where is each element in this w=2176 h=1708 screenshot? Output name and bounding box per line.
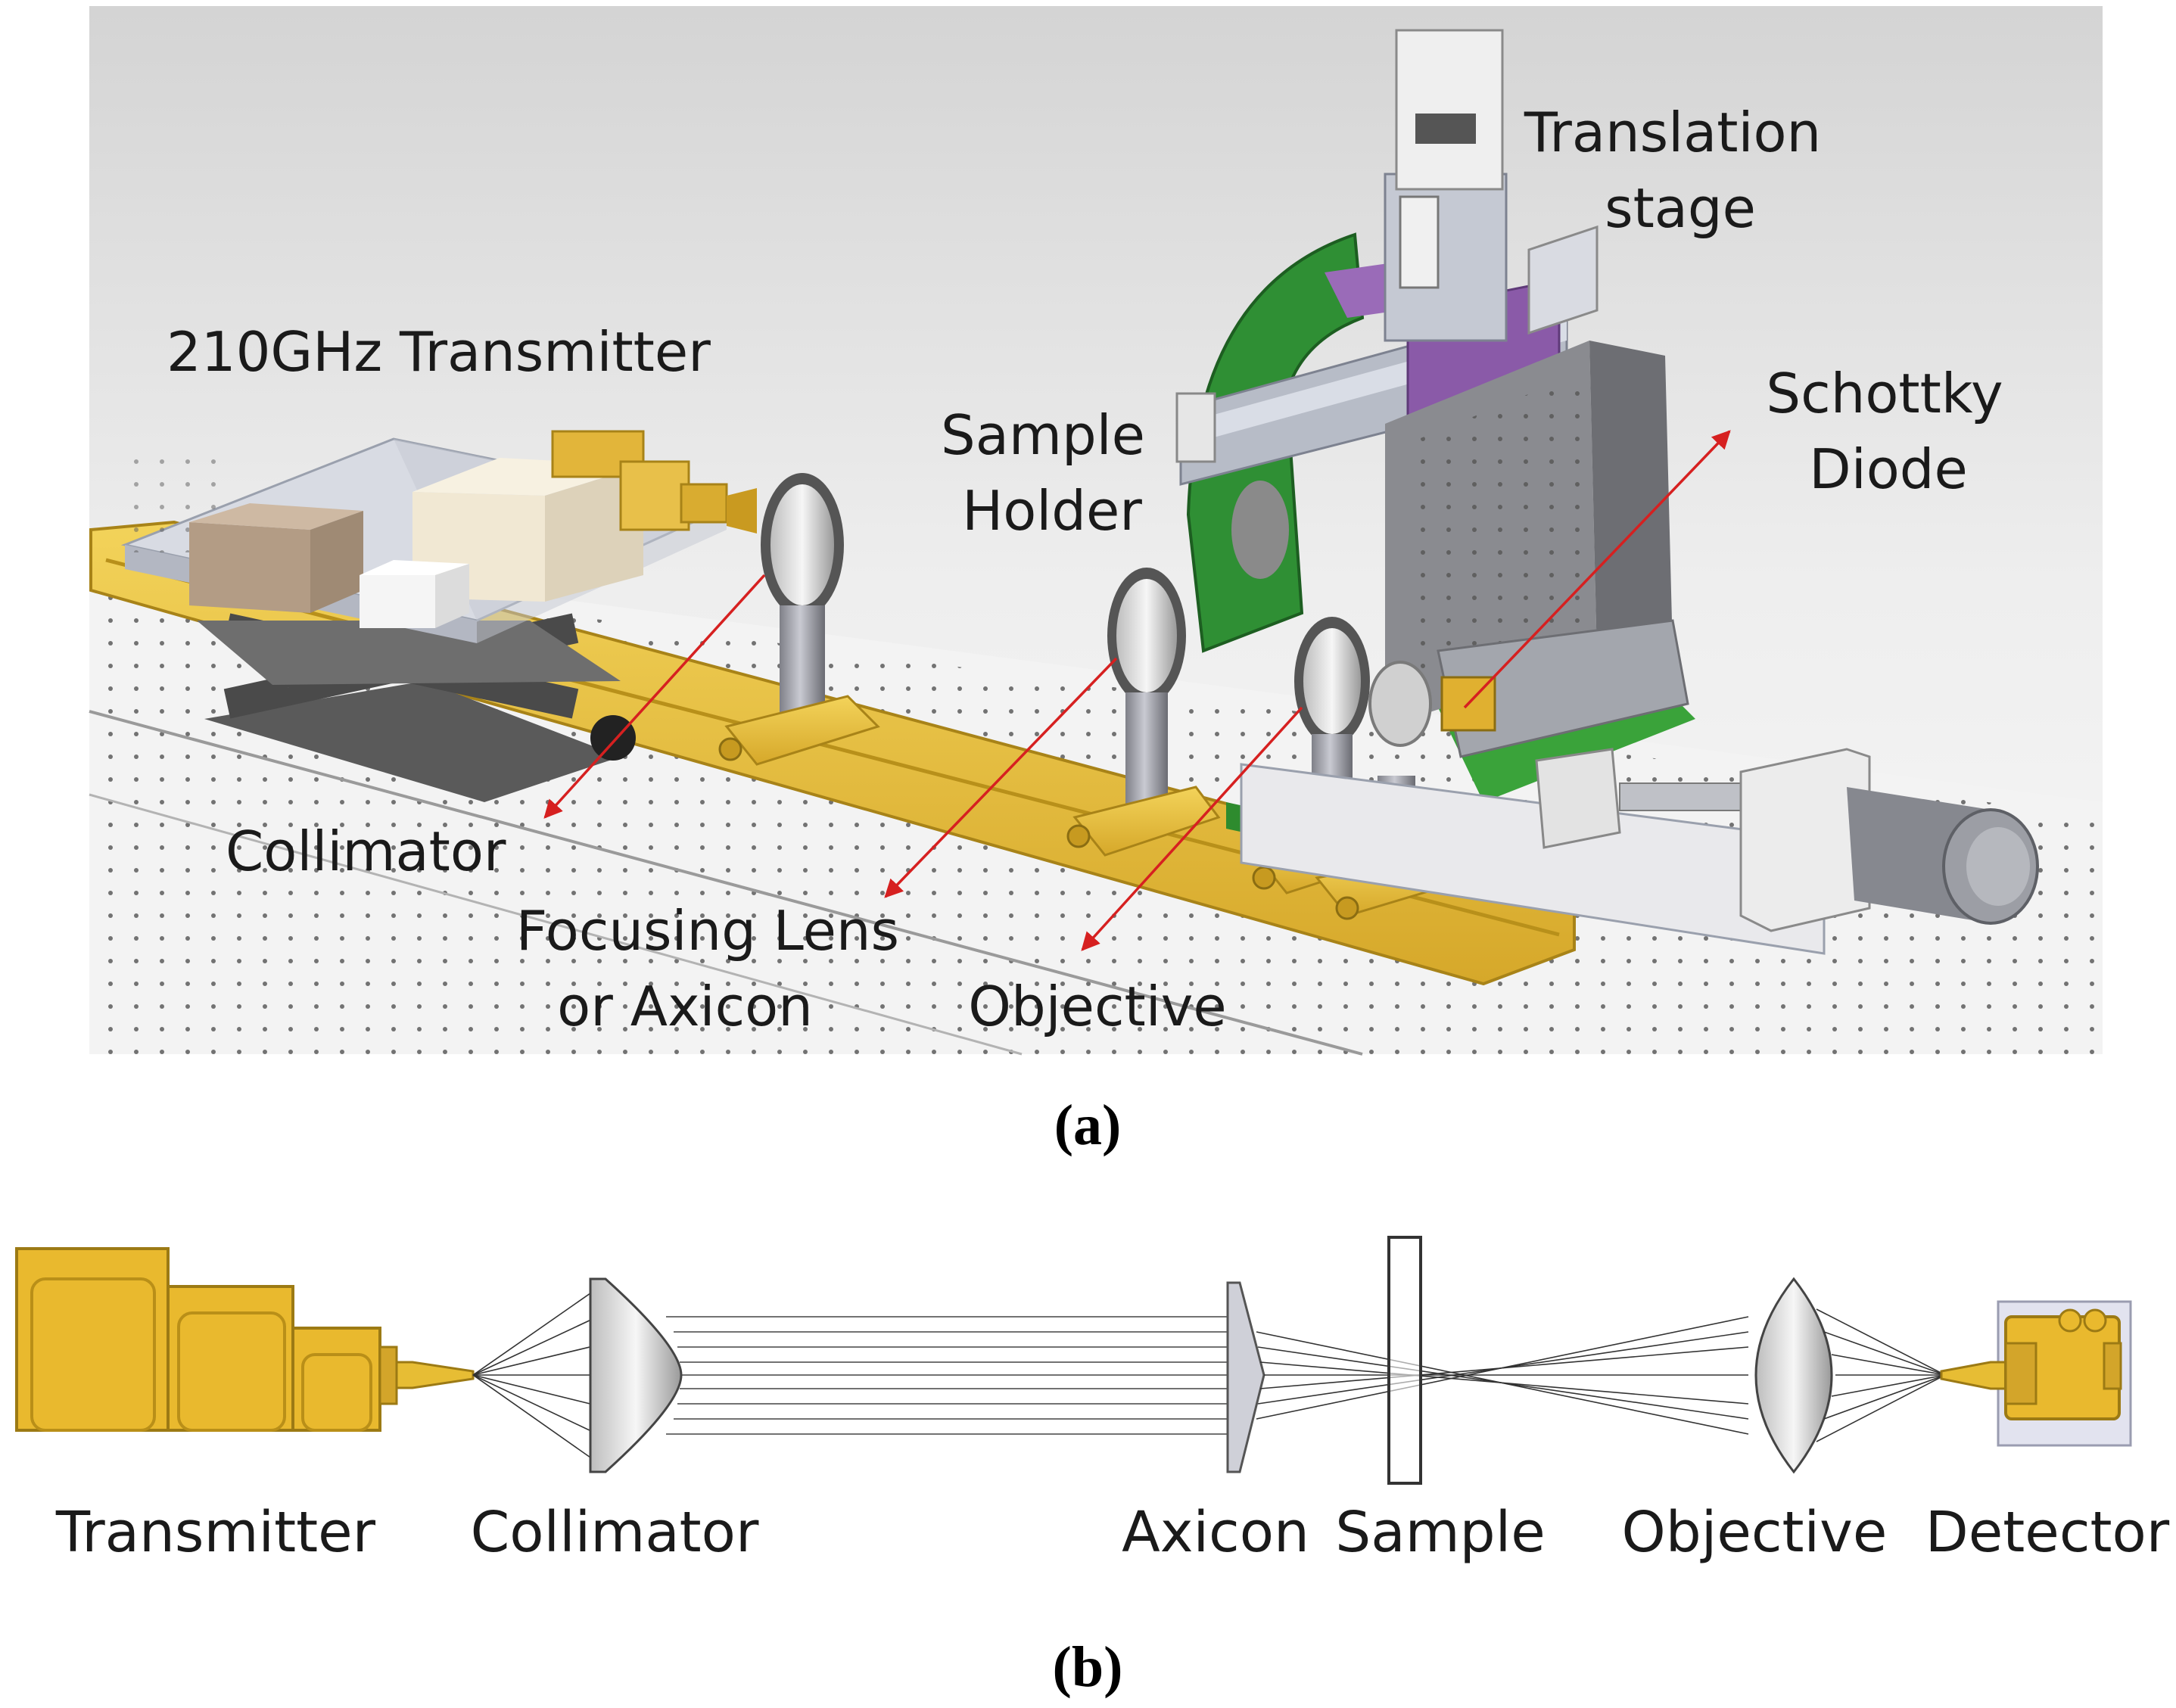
- label-sample-holder-line1: Sample: [941, 403, 1145, 467]
- lab-jack: [197, 613, 636, 802]
- ray-bundle-crossing: [1256, 1316, 1749, 1435]
- collimator-lens-b: [589, 1277, 683, 1473]
- detector-block: [1940, 1300, 2132, 1447]
- transmitter-block: [15, 1247, 475, 1432]
- arrow-objective: [1081, 706, 1303, 951]
- label-transmitter-b: Transmitter: [55, 1500, 376, 1565]
- label-sample-holder-line2: Holder: [962, 479, 1142, 543]
- axicon-b: [1226, 1281, 1265, 1473]
- label-axicon-b: Axicon: [1122, 1500, 1309, 1565]
- linear-actuator: [1240, 748, 2039, 955]
- label-objective-b: Objective: [1622, 1500, 1888, 1565]
- label-focusing-lens-line2: or Axicon: [557, 975, 813, 1038]
- arrow-focusing-lens: [884, 657, 1118, 898]
- label-detector-b: Detector: [1925, 1500, 2170, 1565]
- label-translation-stage-line2: stage: [1605, 176, 1756, 240]
- pointer-arrows: [543, 430, 1731, 951]
- label-objective-a: Objective: [968, 975, 1226, 1038]
- label-focusing-lens-line1: Focusing Lens: [516, 899, 899, 963]
- table-edge-line: [89, 710, 1363, 1056]
- collimator-lens: [718, 473, 880, 766]
- sample-b: [1387, 1236, 1422, 1485]
- panel-a-illustration: 210GHz Transmitter Translation stage Sch…: [89, 6, 2103, 1056]
- table-edge-line: [89, 793, 1023, 1056]
- ray-bundle-converging: [1816, 1308, 1946, 1442]
- label-collimator-b: Collimator: [471, 1500, 759, 1565]
- ray-bundle-diverging: [472, 1282, 606, 1469]
- panel-b-schematic: Transmitter Collimator Axicon Sample Obj…: [15, 1236, 2170, 1565]
- translation-stage: [1175, 29, 1689, 758]
- label-schottky-diode-line2: Diode: [1809, 437, 1968, 501]
- arrow-collimator: [543, 574, 766, 819]
- arrow-schottky-diode: [1463, 430, 1731, 709]
- label-schottky-diode-line1: Schottky: [1766, 362, 2003, 425]
- label-collimator-a: Collimator: [226, 820, 506, 883]
- transmitter-platform: [120, 430, 757, 643]
- label-sample-b: Sample: [1335, 1500, 1545, 1565]
- ray-bundle-collimated: [666, 1316, 1230, 1435]
- objective-lens-b: [1754, 1277, 1833, 1474]
- caption-b: (b): [1053, 1635, 1123, 1699]
- caption-a: (a): [1054, 1094, 1122, 1157]
- label-210ghz-transmitter: 210GHz Transmitter: [167, 320, 711, 384]
- focusing-lens: [1066, 568, 1221, 857]
- label-translation-stage-line1: Translation: [1524, 101, 1821, 164]
